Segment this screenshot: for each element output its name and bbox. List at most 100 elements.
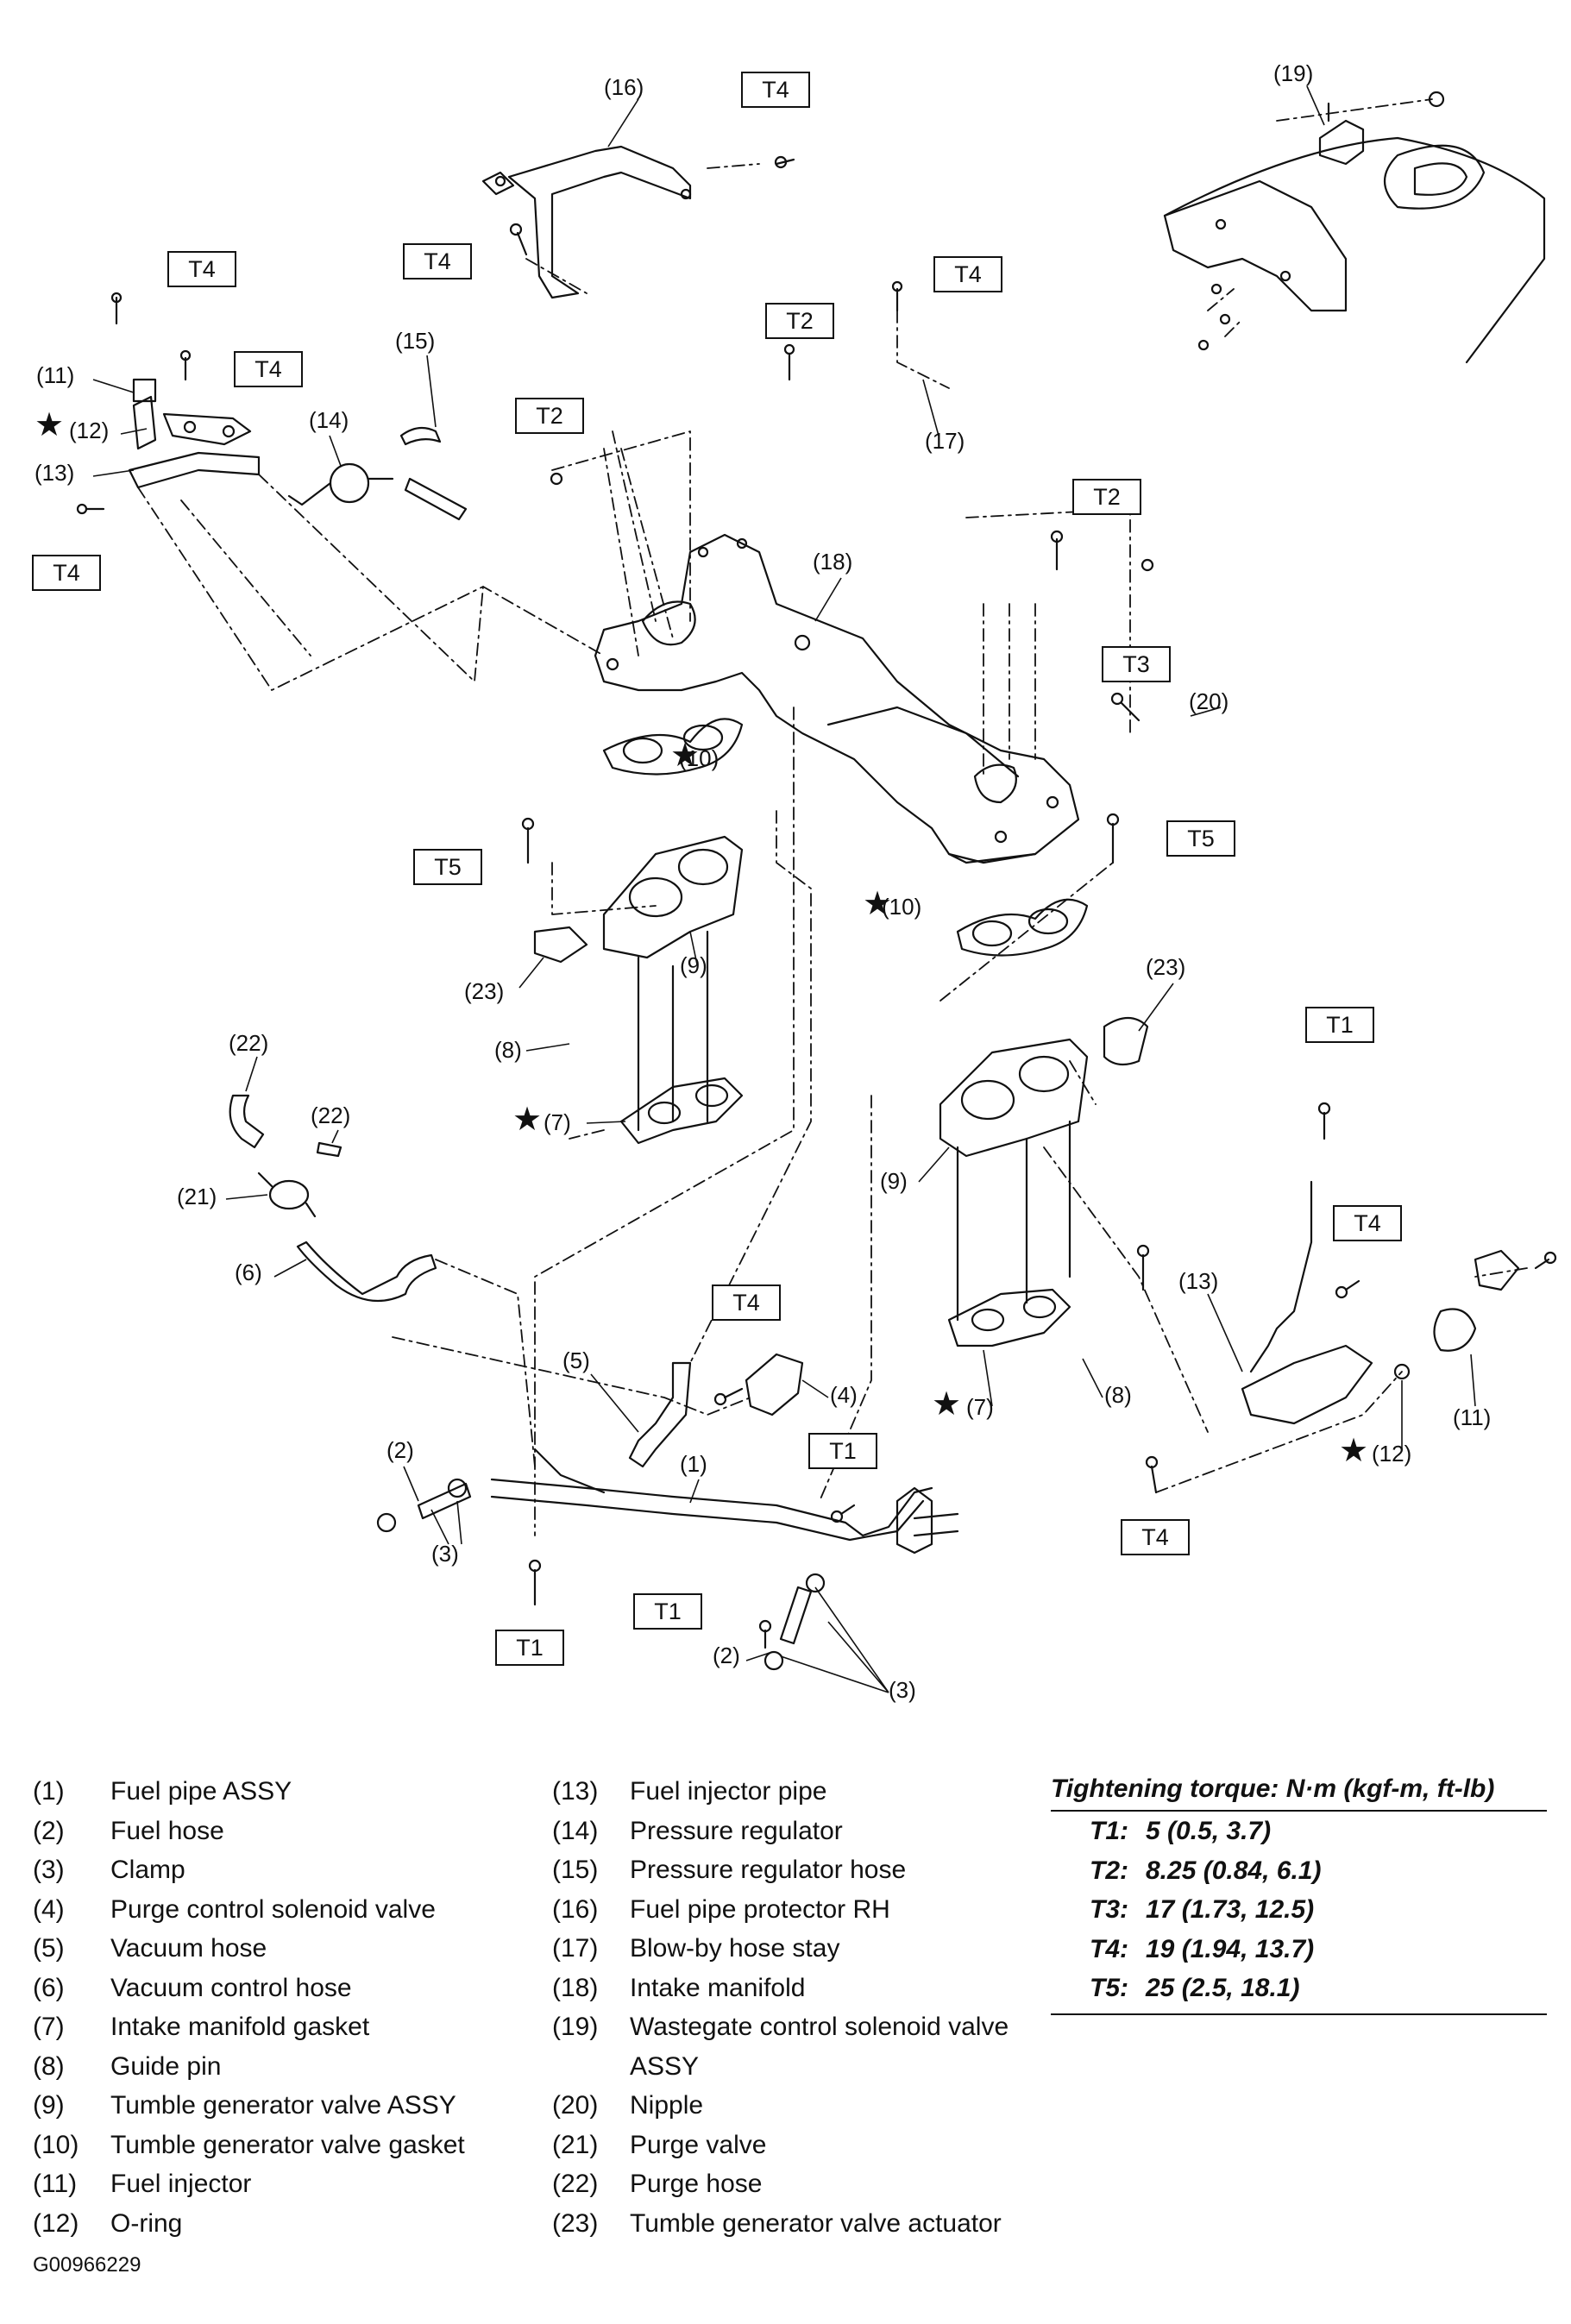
legend-item-number: (22) bbox=[552, 2170, 599, 2198]
callout-10: (10) bbox=[882, 894, 921, 920]
callout-10: (10) bbox=[679, 745, 719, 771]
legend-item: (15)Pressure regulator hose bbox=[552, 1850, 1070, 1890]
legend-item-name: Pressure regulator bbox=[630, 1816, 843, 1845]
torque-box-t4: T4 bbox=[167, 251, 236, 287]
legend-item-number: (20) bbox=[552, 2091, 599, 2120]
legend-item: (19)Wastegate control solenoid valve ASS… bbox=[552, 2007, 1070, 2086]
callout-23: (23) bbox=[464, 978, 504, 1004]
legend-item: (2)Fuel hose bbox=[33, 1812, 465, 1851]
legend-item-name: Guide pin bbox=[110, 2051, 222, 2081]
legend-item: (17) Blow-by hose stay bbox=[552, 1929, 1070, 1969]
torque-table: Tightening torque: N·m (kgf-m, ft-lb) T1… bbox=[1051, 1772, 1547, 2015]
callout-13: (13) bbox=[35, 460, 74, 486]
legend-item-number: (17) bbox=[552, 1934, 599, 1963]
torque-row: T1: 5 (0.5, 3.7) bbox=[1051, 1812, 1547, 1851]
torque-code: T2: bbox=[1090, 1856, 1128, 1885]
legend-item: (11)Fuel injector bbox=[33, 2164, 465, 2204]
torque-box-t3: T3 bbox=[1102, 646, 1171, 682]
torque-box-t1-label: T1 bbox=[829, 1438, 857, 1464]
callout-22: (22) bbox=[311, 1102, 350, 1128]
callout-6: (6) bbox=[235, 1259, 262, 1285]
legend-item-number: (1) bbox=[33, 1777, 65, 1806]
torque-box-t5: T5 bbox=[1166, 820, 1235, 857]
callout-22: (22) bbox=[229, 1030, 268, 1056]
legend-item-number: (6) bbox=[33, 1973, 65, 2002]
legend-item: (9)Tumble generator valve ASSY bbox=[33, 2086, 465, 2126]
legend-item-name: Pressure regulator hose bbox=[630, 1856, 907, 1884]
callout-12: (12) bbox=[1372, 1441, 1411, 1467]
legend-item-name: Fuel hose bbox=[110, 1816, 224, 1845]
legend-item-number: (18) bbox=[552, 1973, 599, 2002]
torque-box-t4: T4 bbox=[1333, 1205, 1402, 1241]
callout-leaders bbox=[92, 85, 1476, 1693]
callout-20: (20) bbox=[1189, 688, 1229, 714]
legend-item: (7) Intake manifold gasket bbox=[33, 2007, 465, 2047]
torque-box-t2-label: T2 bbox=[786, 308, 814, 334]
torque-box-t1-label: T1 bbox=[654, 1599, 682, 1624]
torque-box-t4: T4 bbox=[403, 243, 472, 280]
callout-8: (8) bbox=[1104, 1382, 1132, 1408]
alignment-lines bbox=[137, 98, 1528, 1536]
legend-item-name: Intake manifold bbox=[630, 1973, 806, 2002]
torque-value: 5 (0.5, 3.7) bbox=[1146, 1817, 1272, 1845]
legend-item-number: (5) bbox=[33, 1934, 65, 1963]
torque-box-t4: T4 bbox=[234, 351, 303, 387]
torque-code: T1: bbox=[1090, 1817, 1128, 1845]
tgv-right-drawing bbox=[939, 898, 1149, 1347]
torque-box-t2-label: T2 bbox=[536, 403, 563, 429]
callout-15: (15) bbox=[395, 328, 435, 354]
legend-item: (21)Purge valve bbox=[552, 2126, 1070, 2165]
legend-item: (3)Clamp bbox=[33, 1850, 465, 1890]
legend-item-number: (9) bbox=[33, 2091, 65, 2120]
torque-box-t1: T1 bbox=[808, 1433, 877, 1469]
star-markers: ★ ★ ★ ★ ★ ★ bbox=[35, 405, 1368, 1469]
torque-box-t4-label: T4 bbox=[1354, 1210, 1381, 1236]
figure-id: G00966229 bbox=[33, 2253, 141, 2277]
torque-callout-boxes: T4 T4 T4 T4 T4 T4 T2 T2 bbox=[32, 72, 1402, 1666]
torque-box-t2: T2 bbox=[765, 303, 834, 339]
legend-item-number: (3) bbox=[33, 1856, 65, 1884]
legend-item-name: Fuel injector pipe bbox=[630, 1777, 827, 1806]
callout-7: (7) bbox=[966, 1394, 994, 1420]
torque-box-t4: T4 bbox=[712, 1284, 781, 1321]
legend-item-number: (4) bbox=[33, 1894, 65, 1924]
star-icon: ★ bbox=[512, 1100, 542, 1138]
legend-right-column: (13)Fuel injector pipe (14)Pressure regu… bbox=[552, 1772, 1070, 2243]
torque-table-divider bbox=[1051, 2013, 1547, 2015]
legend-item: (4)Purge control solenoid valve bbox=[33, 1890, 465, 1930]
legend-item-number: (8) bbox=[33, 2051, 65, 2081]
torque-row: T5:25 (2.5, 18.1) bbox=[1051, 1969, 1547, 2008]
legend-item-number: (23) bbox=[552, 2208, 599, 2238]
torque-value: 17 (1.73, 12.5) bbox=[1146, 1895, 1315, 1924]
legend-item-name: Tumble generator valve gasket bbox=[110, 2130, 465, 2159]
torque-row: T3:17 (1.73, 12.5) bbox=[1051, 1890, 1547, 1930]
callout-1: (1) bbox=[680, 1451, 707, 1477]
legend-item-number: (10) bbox=[33, 2130, 79, 2159]
callout-5: (5) bbox=[562, 1347, 590, 1373]
legend-item-name: Blow-by hose stay bbox=[630, 1934, 840, 1963]
legend-item-name: Nipple bbox=[630, 2091, 704, 2120]
callout-3: (3) bbox=[431, 1541, 459, 1567]
legend-item: (23)Tumble generator valve actuator bbox=[552, 2204, 1070, 2244]
torque-box-t1: T1 bbox=[633, 1593, 702, 1630]
legend-item-number: (7) bbox=[33, 2013, 65, 2041]
legend-item-name: Intake manifold gasket bbox=[110, 2013, 370, 2041]
star-icon: ★ bbox=[932, 1385, 961, 1423]
callout-9: (9) bbox=[680, 952, 707, 978]
torque-box-t4-label: T4 bbox=[1141, 1524, 1169, 1550]
callout-16: (16) bbox=[604, 74, 644, 100]
torque-box-t4-label: T4 bbox=[188, 256, 216, 282]
legend-item: (16)Fuel pipe protector RH bbox=[552, 1890, 1070, 1930]
torque-box-t4-label: T4 bbox=[762, 77, 789, 103]
legend-item-number: (21) bbox=[552, 2130, 599, 2159]
star-icon: ★ bbox=[863, 884, 892, 922]
wastegate-solenoid-drawing bbox=[1163, 102, 1546, 364]
legend-item: (8) Guide pin bbox=[33, 2047, 465, 2087]
callout-2: (2) bbox=[713, 1643, 740, 1668]
torque-box-t4: T4 bbox=[933, 256, 1002, 292]
torque-box-t3-label: T3 bbox=[1122, 651, 1150, 677]
torque-code: T5: bbox=[1090, 1974, 1128, 2002]
torque-value: 19 (1.94, 13.7) bbox=[1146, 1934, 1315, 1963]
torque-box-t5-label: T5 bbox=[1187, 826, 1215, 851]
legend-item-name: Fuel pipe ASSY bbox=[110, 1777, 292, 1806]
